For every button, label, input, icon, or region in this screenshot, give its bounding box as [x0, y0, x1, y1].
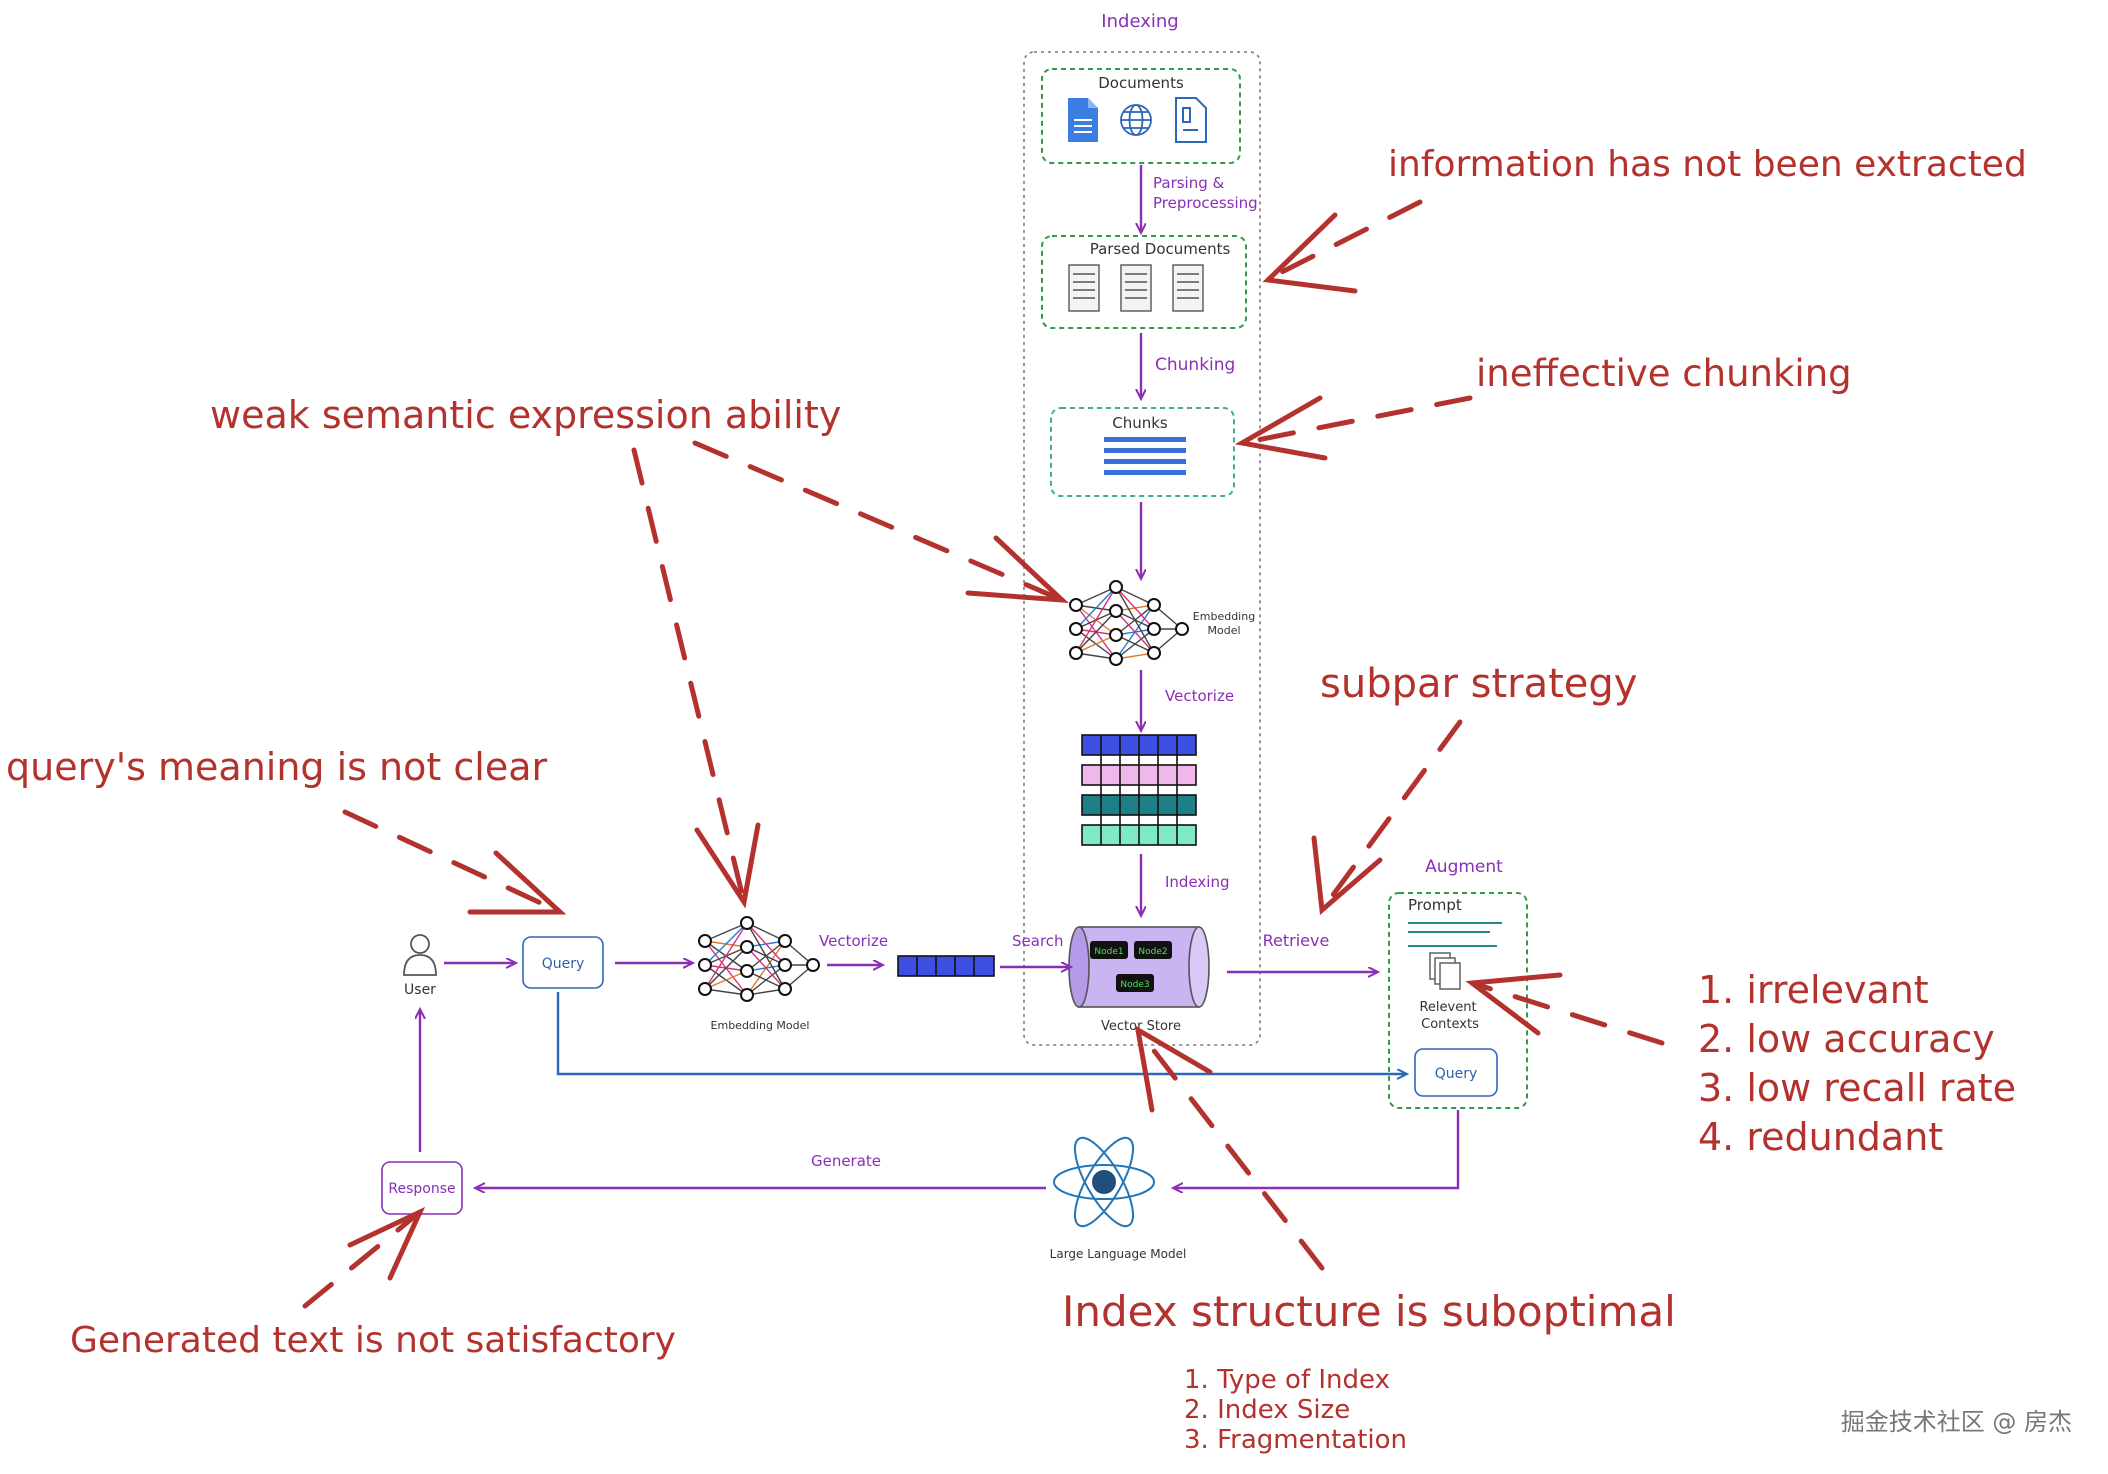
index-issue-3: 3. Fragmentation — [1184, 1425, 1407, 1455]
llm-label: Large Language Model — [1050, 1247, 1187, 1261]
query-not-clear-note: query's meaning is not clear — [6, 745, 547, 789]
prompt-query-label: Query — [1435, 1066, 1478, 1082]
generate-label: Generate — [811, 1152, 881, 1170]
file-icon — [1175, 97, 1207, 143]
chunking-arrowhead — [1234, 395, 1328, 461]
watermark: 掘金技术社区 @ 房杰 — [1841, 1408, 2072, 1436]
documents-label: Documents — [1098, 74, 1184, 92]
index-arrowhead — [1134, 1025, 1213, 1113]
query-box: Query — [522, 936, 604, 989]
index-issue-1: 1. Type of Index — [1184, 1365, 1390, 1395]
query-arrowhead — [467, 850, 567, 915]
parsed-doc-icon — [1068, 264, 1204, 312]
retrieval-arrowhead — [1465, 972, 1563, 1036]
preprocessing-label: Preprocessing — [1153, 194, 1258, 212]
strategy-arrowhead — [1311, 835, 1383, 915]
node2-label: Node2 — [1138, 947, 1167, 957]
documents-box: Documents — [1041, 68, 1241, 164]
user-icon — [403, 934, 437, 976]
vectorize-label: Vectorize — [819, 932, 888, 950]
indexing-panel-border — [1023, 51, 1261, 1046]
neural-net-icon — [698, 916, 820, 1002]
index-issue-2: 2. Index Size — [1184, 1395, 1350, 1425]
response-label: Response — [388, 1181, 455, 1197]
stacked-doc-icon — [1429, 952, 1461, 990]
query-vector-icon — [897, 955, 995, 977]
semantic-arrowhead-bottom — [694, 822, 761, 909]
generated-not-satisfactory-note: Generated text is not satisfactory — [70, 1320, 676, 1361]
indexing-title: Indexing — [1101, 11, 1178, 32]
retrieve-label: Retrieve — [1263, 931, 1330, 950]
weak-semantic-note: weak semantic expression ability — [210, 393, 841, 437]
index-suboptimal-note: Index structure is suboptimal — [1062, 1287, 1676, 1336]
generated-arrowhead — [347, 1206, 426, 1281]
relevant-contexts-label-2: Contexts — [1421, 1017, 1479, 1032]
chunks-box: Chunks — [1050, 407, 1235, 497]
embedding-model-label-top: Embedding — [1193, 610, 1255, 623]
semantic-arrowhead-top — [965, 535, 1069, 604]
ineffective-chunking-note: ineffective chunking — [1476, 352, 1852, 395]
retrieval-issue-3: 3. low recall rate — [1698, 1066, 2016, 1110]
cylinder-icon — [1068, 926, 1210, 1008]
prompt-lines-icon — [1408, 922, 1502, 947]
vectorize-label-top: Vectorize — [1165, 687, 1234, 705]
user-node: User — [403, 934, 437, 998]
annotations: information has not been extracted ineff… — [6, 144, 2027, 1455]
globe-icon — [1120, 104, 1152, 136]
retrieval-issue-2: 2. low accuracy — [1698, 1017, 1995, 1061]
prompt-label: Prompt — [1408, 896, 1462, 914]
subpar-strategy-note: subpar strategy — [1320, 661, 1637, 707]
embedding-model-label: Embedding Model — [711, 1019, 810, 1032]
parsed-documents-label: Parsed Documents — [1090, 240, 1231, 258]
chunking-label: Chunking — [1155, 355, 1235, 375]
query-label: Query — [542, 956, 585, 972]
parsed-documents-box: Parsed Documents — [1041, 235, 1247, 329]
info-arrowhead — [1262, 212, 1358, 294]
retrieval-issue-1: 1. irrelevant — [1698, 968, 1929, 1012]
indexing-label: Indexing — [1165, 873, 1230, 891]
search-label: Search — [1012, 932, 1064, 950]
node3-label: Node3 — [1120, 980, 1149, 990]
response-box: Response — [381, 1161, 463, 1215]
indexing-panel: Indexing Documents — [1023, 11, 1261, 1046]
augment-label: Augment — [1425, 857, 1503, 877]
chunks-label: Chunks — [1112, 414, 1168, 432]
prompt-query-box — [1414, 1048, 1498, 1097]
document-icon — [1068, 98, 1098, 142]
vector-strip-icon — [1081, 734, 1197, 846]
retrieval-issue-4: 4. redundant — [1698, 1115, 1943, 1159]
node1-label: Node1 — [1094, 947, 1123, 957]
vector-store-label: Vector Store — [1101, 1019, 1181, 1034]
user-label: User — [404, 982, 436, 998]
vector-store: Node1 Node2 Node3 Vector Store — [1068, 926, 1210, 1034]
relevant-contexts-label: Relevent — [1419, 1000, 1476, 1015]
info-not-extracted-note: information has not been extracted — [1388, 144, 2027, 185]
chunk-lines-icon — [1104, 437, 1186, 475]
neural-net-icon — [1069, 580, 1189, 666]
atom-icon — [1053, 1136, 1155, 1228]
parsing-label: Parsing & — [1153, 174, 1225, 192]
augment-box: Augment Prompt Relevent Contexts Query — [1388, 857, 1528, 1109]
embedding-model-label-top-2: Model — [1207, 624, 1240, 637]
